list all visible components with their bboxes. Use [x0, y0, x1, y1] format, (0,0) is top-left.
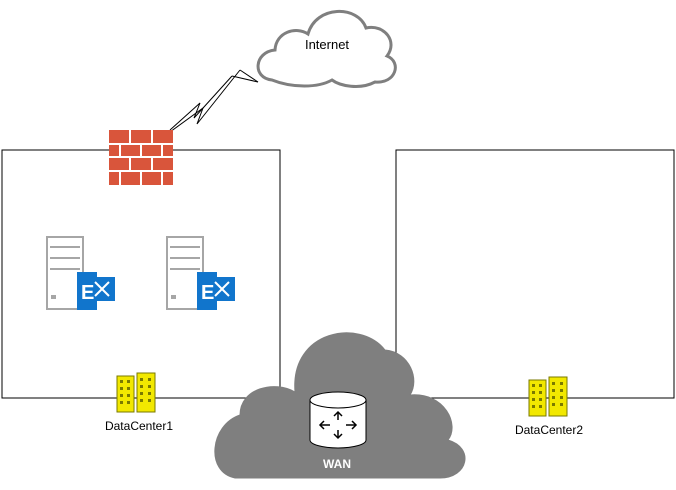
building-icon	[528, 376, 568, 417]
firewall-icon	[109, 130, 173, 185]
building-icon	[116, 372, 156, 413]
router-icon	[309, 391, 367, 449]
exchange-server-icon: E	[46, 236, 115, 310]
svg-text:E: E	[81, 282, 94, 304]
datacenter1-box	[1, 149, 281, 399]
datacenter1-label: DataCenter1	[105, 419, 173, 433]
internet-cloud: Internet	[256, 10, 397, 88]
datacenter2-box	[395, 149, 675, 399]
datacenter2-label: DataCenter2	[515, 423, 583, 437]
wan-label: WAN	[323, 457, 351, 471]
internet-label: Internet	[305, 37, 349, 52]
lightning-bolt-icon	[169, 75, 233, 131]
exchange-server-icon: E	[166, 236, 235, 310]
svg-text:E: E	[201, 282, 214, 304]
